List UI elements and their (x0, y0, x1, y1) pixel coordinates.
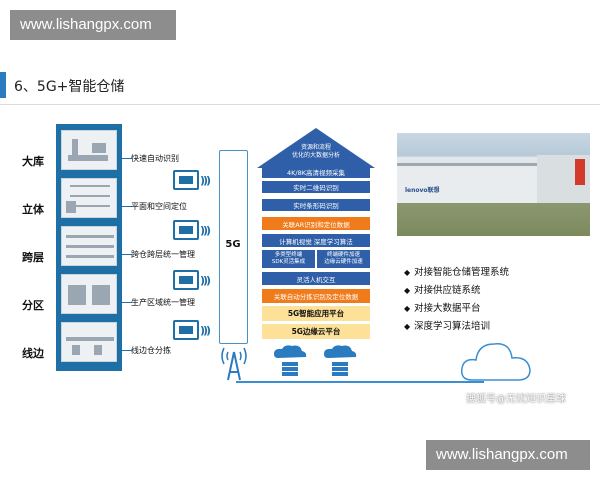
cross-layer-image (61, 226, 117, 266)
warehouse-image (61, 130, 117, 170)
title-accent-bar (0, 72, 6, 98)
tower-icon (221, 347, 247, 381)
line-side-image (61, 322, 117, 362)
stack-layer-highlight: 关联AR识别和定位数据 (262, 217, 370, 230)
function-label-2: 平面和空间定位 (131, 202, 187, 211)
scenario-label-1: 大库 (22, 155, 44, 168)
signal-icon: ))) (200, 324, 211, 337)
signal-icon: ))) (200, 174, 211, 187)
watermark-top: www.lishangpx.com (10, 10, 176, 40)
stack-roof-text: 资源和流程 优化的大数据分析 (291, 144, 340, 159)
building-shape (397, 163, 537, 203)
connector-line (122, 158, 132, 159)
stack-layer-split-left: 多类型终端 SDK灵活集成 (262, 250, 315, 268)
network-line (236, 381, 484, 383)
scenario-image-panel (56, 124, 122, 371)
building-sign: lenovo联想 (405, 187, 440, 194)
zone-image (61, 274, 117, 314)
connector-line (122, 206, 132, 207)
stack-layer-split-right: 终端硬件加速 边缘云硬件加速 (317, 250, 370, 268)
function-label-4: 生产区域统一管理 (131, 298, 195, 307)
device-icon (173, 270, 199, 290)
stereo-storage-image (61, 178, 117, 218)
source-credit: 搜狐号@无忧知识星球 (466, 394, 566, 405)
device-icon (173, 170, 199, 190)
list-item: ◆对接智能仓储管理系统 (404, 267, 510, 278)
connector-line (122, 350, 132, 351)
list-item: ◆对接供应链系统 (404, 285, 481, 296)
stack-layer-platform: 5G边缘云平台 (262, 324, 370, 339)
signal-icon: ))) (200, 274, 211, 287)
stack-layer-split: 多类型终端 SDK灵活集成 终端硬件加速 边缘云硬件加速 (262, 250, 370, 268)
device-icon (173, 320, 199, 340)
server-cloud-icon (274, 345, 307, 376)
server-cloud-icon (324, 345, 357, 376)
stack-layer: 实时二维码识别 (262, 181, 370, 193)
scenario-label-2: 立体 (22, 203, 44, 216)
function-label-5: 线边仓分拣 (131, 346, 171, 355)
device-icon (173, 220, 199, 240)
stack-roof (257, 128, 375, 168)
connector-line (122, 254, 132, 255)
stack-layer: 计算机视觉 深度学习算法 (262, 234, 370, 247)
function-label-3: 跨仓跨层统一管理 (131, 250, 195, 259)
cloud-icon (460, 343, 531, 381)
stack-layer: 实时条形码识别 (262, 199, 370, 211)
building-red-sign (575, 159, 585, 185)
scenario-label-3: 跨层 (22, 251, 44, 264)
stack-layer-platform: 5G智能应用平台 (262, 306, 370, 321)
scenario-label-5: 线边 (22, 347, 44, 360)
stack-layer: 4K/8K高清视频采集 (262, 166, 370, 178)
watermark-bottom: www.lishangpx.com (426, 440, 590, 470)
list-item: ◆深度学习算法培训 (404, 321, 491, 332)
function-label-1: 快速自动识别 (131, 154, 179, 163)
connector-line (122, 302, 132, 303)
5g-network-box: 5G (219, 150, 248, 344)
warehouse-photo: lenovo联想 (397, 133, 590, 236)
list-item: ◆对接大数据平台 (404, 303, 481, 314)
stack-layer: 灵活人机交互 (262, 272, 370, 285)
signal-icon: ))) (200, 224, 211, 237)
scenario-label-4: 分区 (22, 299, 44, 312)
stack-layer-highlight: 关联自动分拣识别及定位数据 (262, 289, 370, 303)
5g-label: 5G (225, 239, 241, 250)
page-title: 6、5G+智能仓储 (14, 79, 125, 95)
title-divider (0, 104, 600, 105)
